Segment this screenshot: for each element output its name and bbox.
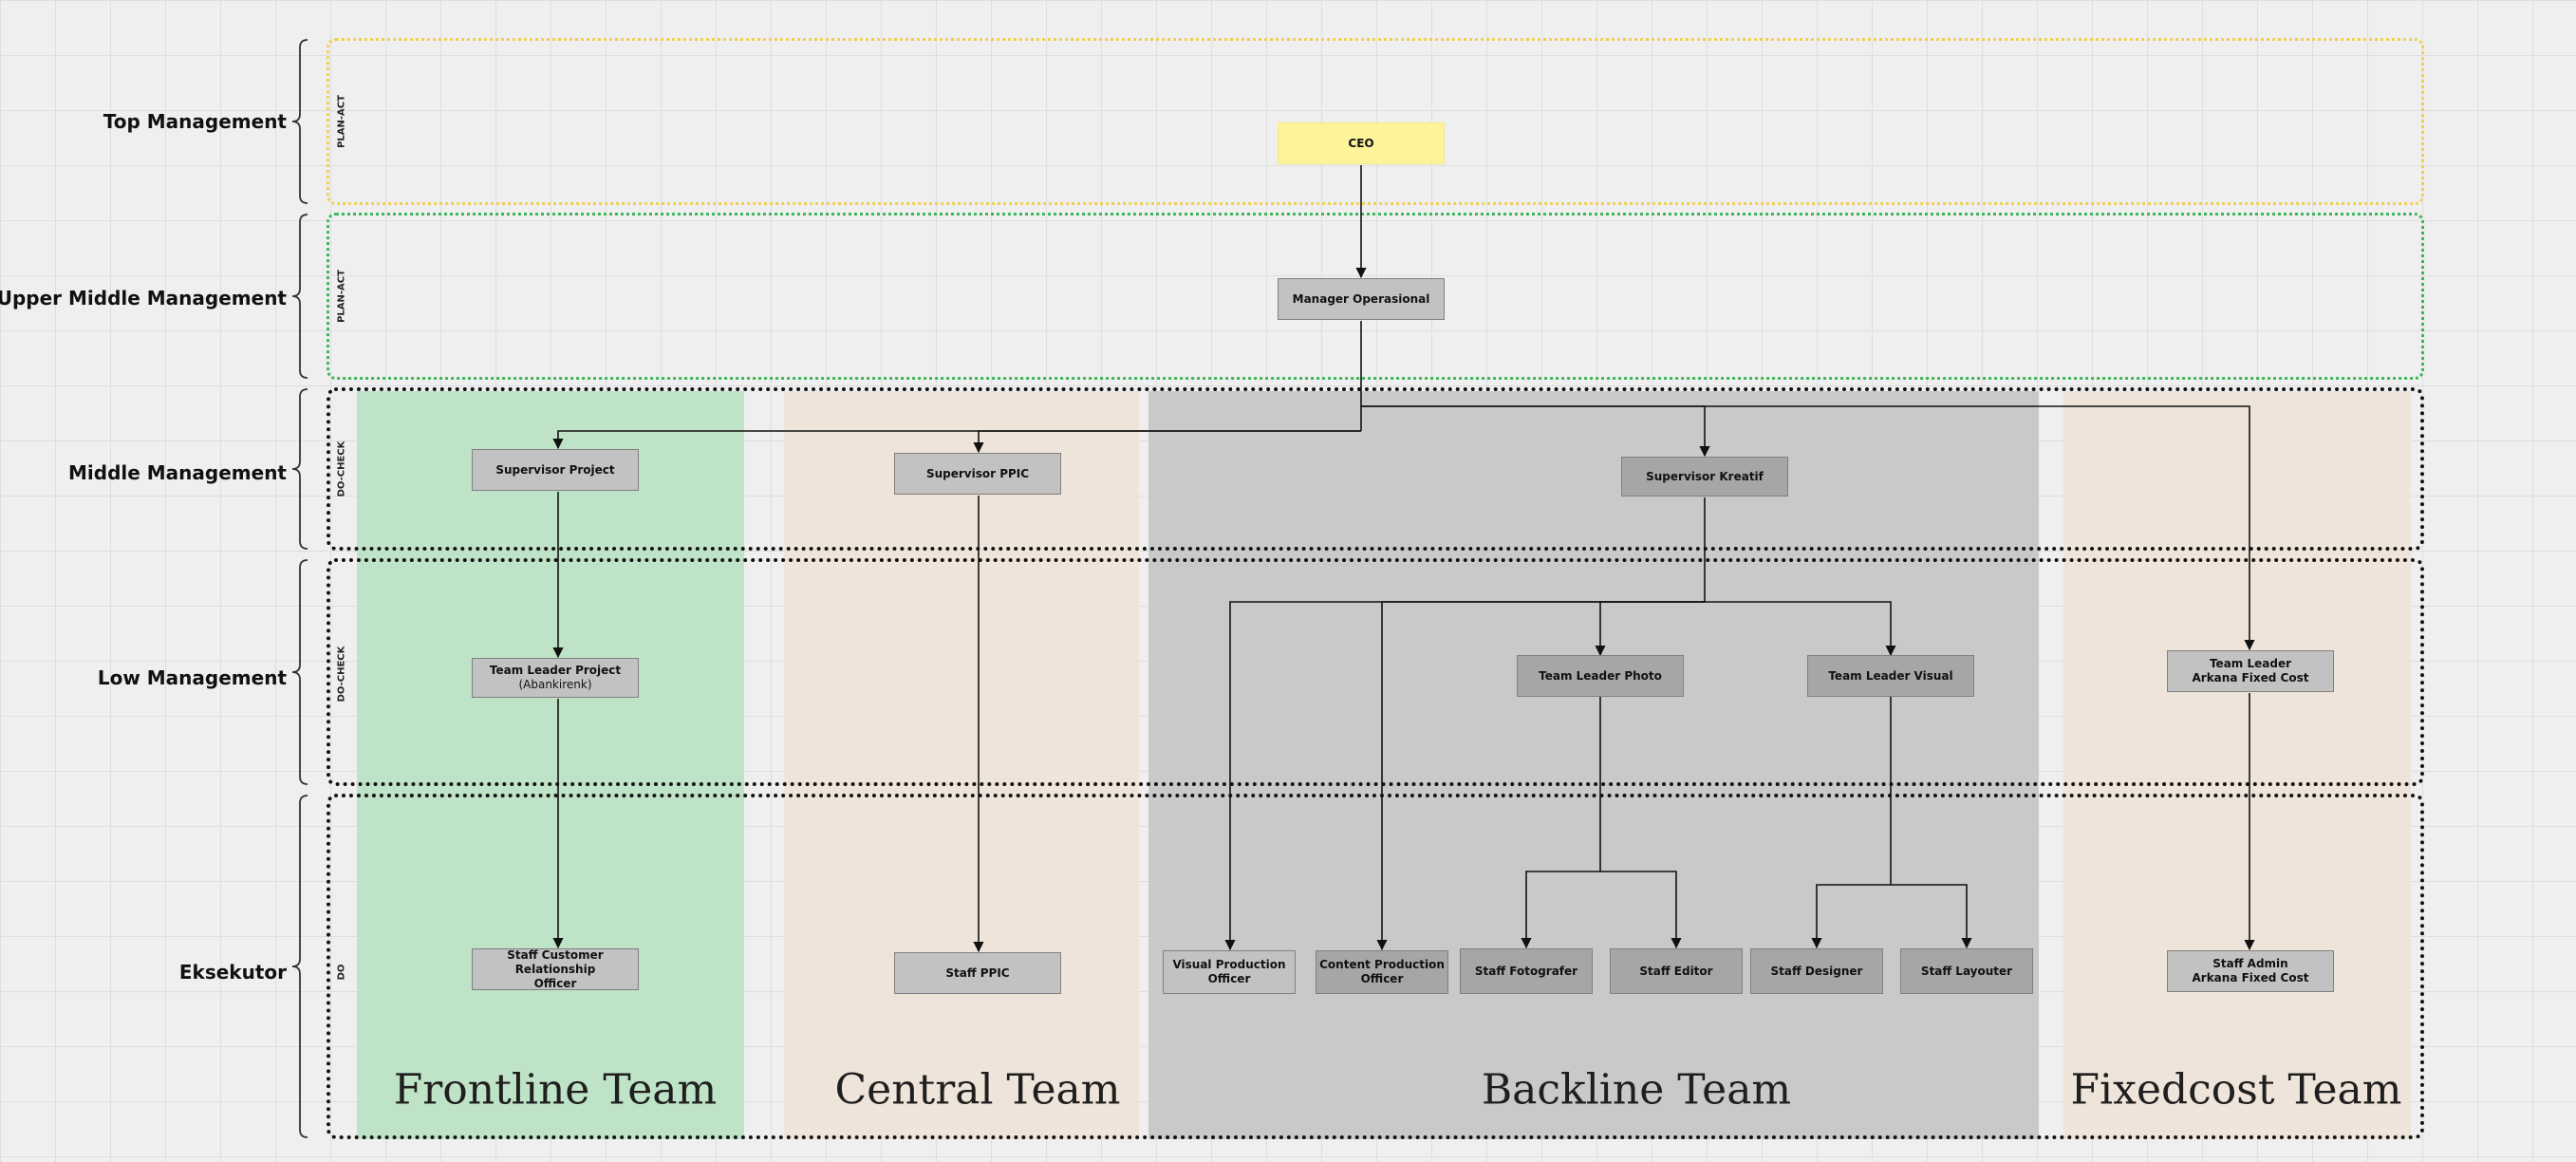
- team-name-frontline: Frontline Team: [393, 1065, 718, 1115]
- level-label-middle: Middle Management: [68, 461, 287, 484]
- top-management-band: [327, 38, 2424, 205]
- central-team-area: [784, 391, 1139, 1139]
- node-team-leader-photo: Team Leader Photo: [1517, 655, 1684, 697]
- frontline-team-area: [357, 391, 744, 1139]
- node-team-leader-visual: Team Leader Visual: [1807, 655, 1974, 697]
- executor-band: [327, 794, 2424, 1139]
- node-team-leader-arkana: Team Leader Arkana Fixed Cost: [2167, 650, 2334, 692]
- team-name-central: Central Team: [834, 1065, 1121, 1115]
- node-supervisor-project: Supervisor Project: [472, 449, 639, 491]
- low-management-band: [327, 558, 2424, 786]
- brace-top: [291, 39, 308, 204]
- node-team-leader-project: Team Leader Project (Abankirenk): [472, 658, 639, 698]
- node-staff-admin-arkana: Staff Admin Arkana Fixed Cost: [2167, 950, 2334, 992]
- node-staff-ppic: Staff PPIC: [894, 952, 1061, 994]
- level-label-low: Low Management: [97, 666, 287, 689]
- middle-management-band: [327, 387, 2424, 551]
- level-label-top: Top Management: [103, 110, 287, 133]
- brace-middle: [291, 388, 308, 550]
- node-staff-layouter: Staff Layouter: [1900, 948, 2033, 994]
- node-content-production-officer: Content Production Officer: [1316, 950, 1448, 994]
- level-label-executor: Eksekutor: [178, 961, 287, 984]
- node-manager-operasional: Manager Operasional: [1278, 278, 1445, 320]
- node-staff-customer-relationship-officer: Staff Customer Relationship Officer: [472, 948, 639, 990]
- node-staff-designer: Staff Designer: [1750, 948, 1883, 994]
- node-supervisor-kreatif: Supervisor Kreatif: [1621, 457, 1788, 497]
- team-name-fixedcost: Fixedcost Team: [2070, 1065, 2402, 1115]
- level-label-upper-middle: Upper Middle Management: [0, 287, 287, 309]
- brace-upper-middle: [291, 214, 308, 379]
- node-staff-editor: Staff Editor: [1610, 948, 1743, 994]
- node-supervisor-ppic: Supervisor PPIC: [894, 453, 1061, 495]
- team-name-backline: Backline Team: [1481, 1065, 1792, 1115]
- node-ceo: CEO: [1278, 122, 1445, 164]
- brace-low: [291, 559, 308, 785]
- node-staff-fotografer: Staff Fotografer: [1460, 948, 1593, 994]
- fixedcost-team-area: [2063, 391, 2411, 1139]
- upper-middle-management-band: [327, 213, 2424, 380]
- node-visual-production-officer: Visual Production Officer: [1163, 950, 1296, 994]
- brace-executor: [291, 795, 308, 1138]
